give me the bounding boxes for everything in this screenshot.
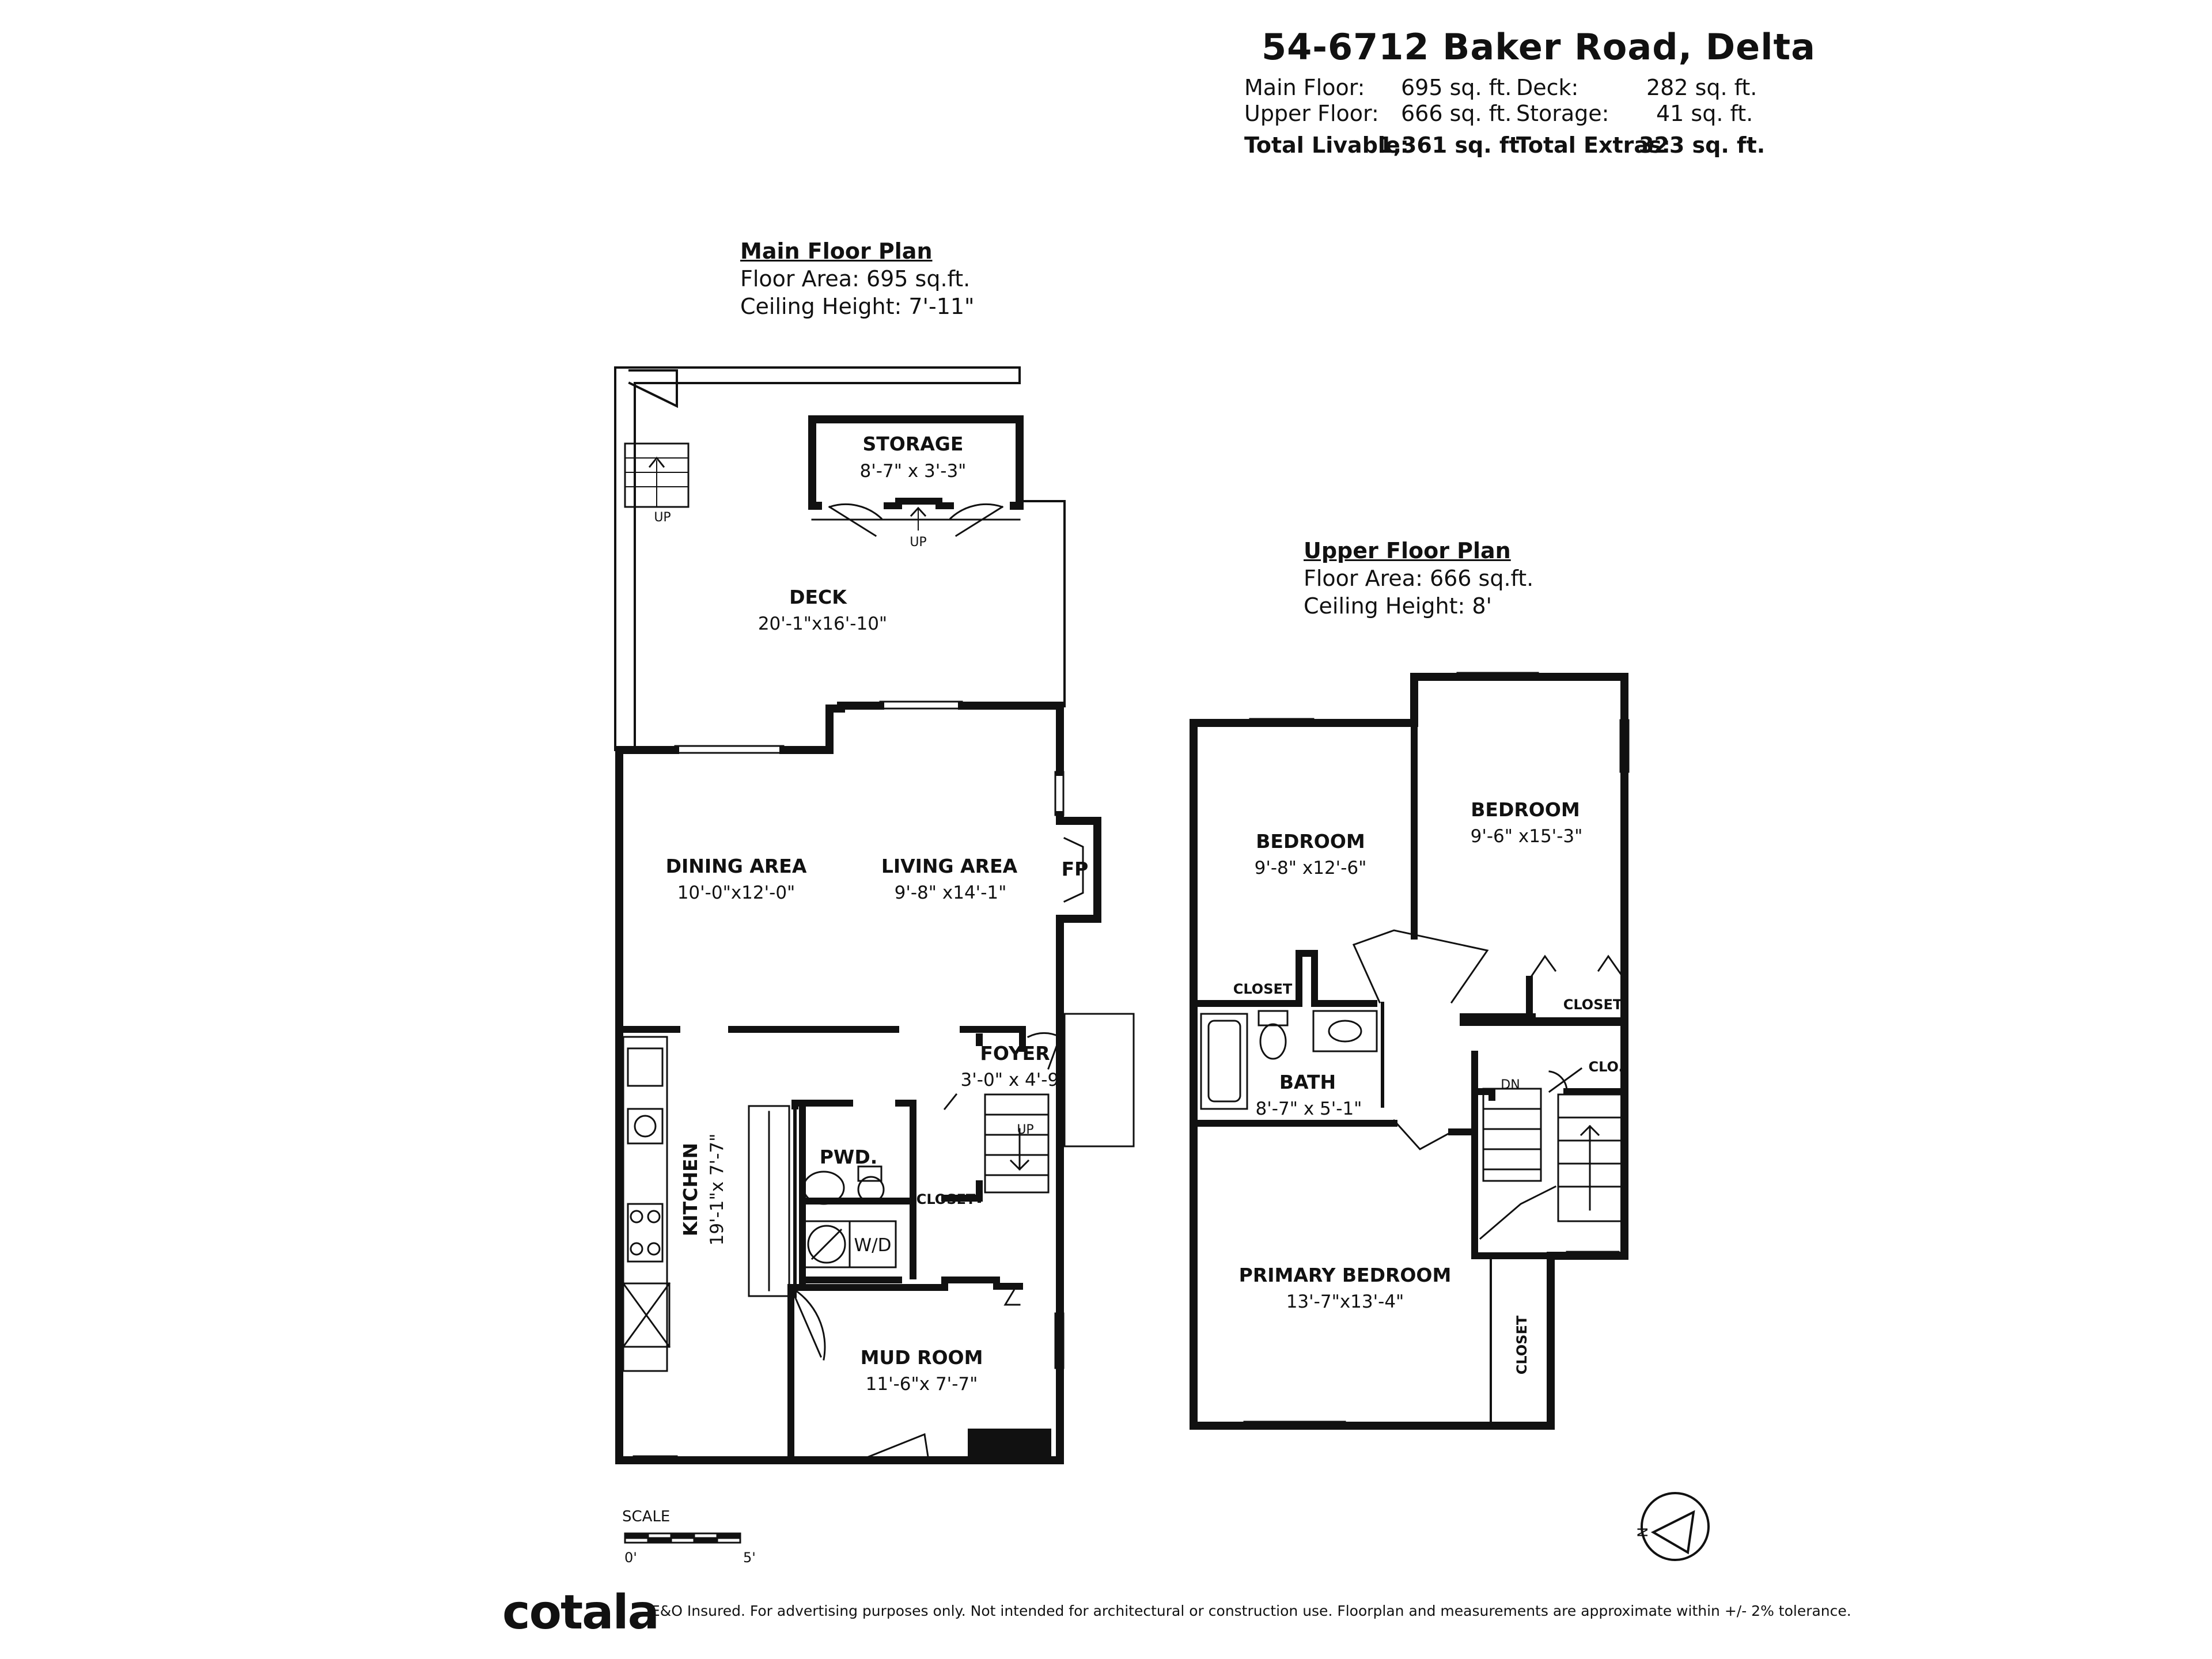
bedroom-1-label: BEDROOM [1256,830,1365,853]
scale-label: SCALE [622,1508,671,1525]
foyer-dims: 3'-0" x 4'-9" [961,1070,1067,1090]
scale-start: 0' [624,1550,637,1566]
bedroom-2-closet-label: CLOSET [1563,997,1623,1013]
upper-stair-down-label: DN [1501,1078,1520,1092]
upper-floor-heading: Upper Floor Plan Floor Area: 666 sq.ft. … [1304,537,1533,620]
storage-dims: 8'-7" x 3'-3" [860,461,967,482]
bath-label: BATH [1279,1071,1336,1093]
cotala-logo: cotala [502,1585,660,1640]
total-extras-value: 323 sq. ft. [1639,132,1766,158]
main-floor-ceiling: Ceiling Height: 7'-11" [740,294,975,319]
upper-floor-label: Upper Floor: [1244,101,1379,126]
washer-dryer-label: W/D [854,1235,892,1256]
primary-closet-label: CLOSET [1514,1315,1530,1374]
main-floor-area: Floor Area: 695 sq.ft. [740,266,971,291]
total-livable-value: 1,361 sq. ft. [1378,132,1528,158]
disclaimer-text: E&O Insured. For advertising purposes on… [651,1603,1851,1619]
compass-north-letter: N [1635,1527,1651,1537]
upper-fixtures [1200,929,1626,1240]
deck-dims: 20'-1"x16'-10" [758,613,887,634]
address-title: 54-6712 Baker Road, Delta [1262,26,1816,68]
upper-windows [1243,672,1630,1430]
mud-room-dims: 11'-6"x 7'-7" [866,1374,978,1395]
scale-end: 5' [743,1550,756,1566]
upper-floor-area: Floor Area: 666 sq.ft. [1304,566,1534,591]
main-fixtures [622,1013,1135,1461]
bath-dims: 8'-7" x 5'-1" [1256,1099,1362,1119]
main-floor-title: Main Floor Plan [740,238,933,264]
powder-room-label: PWD. [820,1146,878,1168]
main-floor-value: 695 sq. ft. [1401,75,1512,100]
fireplace [1056,817,1101,923]
upper-interior-walls [1190,719,1628,1427]
upper-exterior-walls [1190,673,1628,1430]
main-stair-up-label: UP [1017,1123,1033,1137]
living-label: LIVING AREA [881,855,1018,877]
foyer-label: FOYER [980,1042,1050,1065]
main-floor-label: Main Floor: [1244,75,1365,100]
deck-outline [614,366,1066,751]
storage-stair-up-label: UP [910,535,926,550]
storage-label: STORAGE [863,433,964,455]
deck-stair-up-label: UP [654,510,671,525]
primary-bedroom-label: PRIMARY BEDROOM [1239,1264,1452,1286]
bedroom-2-dims: 9'-6" x15'-3" [1471,826,1583,847]
main-interior-walls [616,1019,1063,1461]
dining-dims: 10'-0"x12'-0" [677,882,796,903]
deck-value: 282 sq. ft. [1646,75,1758,100]
main-windows [632,700,1065,1464]
upper-floor-value: 666 sq. ft. [1401,101,1512,126]
storage-value: 41 sq. ft. [1656,101,1753,126]
dining-label: DINING AREA [666,855,807,877]
fireplace-label: FP [1062,858,1089,880]
upper-floor-ceiling: Ceiling Height: 8' [1304,593,1492,619]
deck-label: DECK [789,586,847,608]
storage-outline [808,415,1024,537]
storage-label: Storage: [1516,101,1609,126]
mud-room-label: MUD ROOM [861,1346,983,1369]
bedroom-2-label: BEDROOM [1471,798,1580,821]
total-extras-label: Total Extras: [1516,132,1671,158]
kitchen-label: KITCHEN [679,1143,702,1236]
bedroom-1-dims: 9'-8" x12'-6" [1255,858,1367,878]
main-floor-heading: Main Floor Plan Floor Area: 695 sq.ft. C… [740,237,975,320]
upper-floor-title: Upper Floor Plan [1304,538,1511,563]
compass-icon [1641,1492,1710,1561]
scale-bar [624,1532,741,1544]
total-livable-label: Total Livable: [1244,132,1409,158]
kitchen-dims: 19'-1"x 7'-7" [707,1134,728,1246]
hall-closet-label: CLO. [1588,1059,1623,1075]
deck-label: Deck: [1516,75,1579,100]
primary-bedroom-dims: 13'-7"x13'-4" [1286,1291,1404,1312]
bedroom-1-closet-label: CLOSET [1233,981,1293,997]
living-dims: 9'-8" x14'-1" [895,882,1007,903]
foyer-closet-label: CLOSET [916,1191,976,1207]
main-exterior-walls [615,702,1064,1464]
